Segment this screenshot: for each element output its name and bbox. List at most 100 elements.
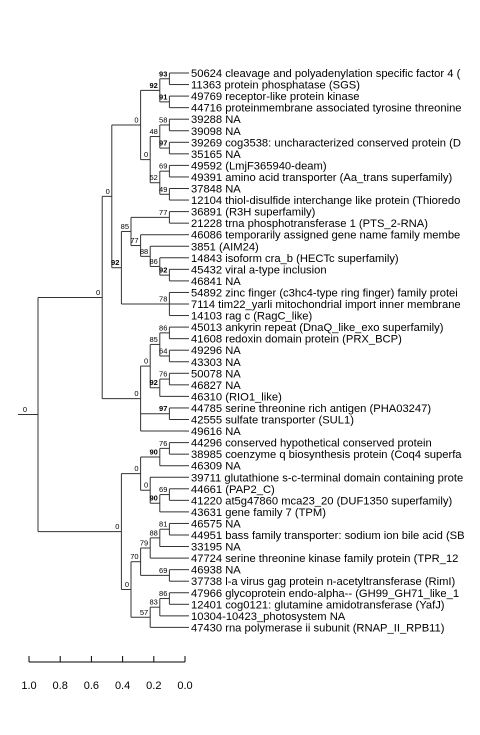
support-value: 0 (125, 580, 129, 589)
support-value: 0 (23, 405, 27, 414)
leaf-label: 50078 NA (191, 368, 241, 380)
leaf-label: 11363 protein phosphatase (SGS) (191, 80, 360, 92)
leaf-label: 46827 NA (191, 380, 241, 392)
leaf-labels: 50624 cleavage and polyadenylation speci… (191, 68, 465, 634)
support-value: 70 (130, 552, 138, 561)
axis-tick-label: 1.0 (21, 680, 36, 692)
support-value: 90 (149, 448, 157, 457)
leaf-label: 21228 trna phosphotransferase 1 (PTS_2-R… (191, 218, 428, 230)
leaf-label: 14103 rag c (RagC_like) (191, 311, 313, 323)
support-value: 0 (96, 288, 100, 297)
leaf-label: 39288 NA (191, 114, 241, 126)
leaf-label: 38985 coenzyme q biosynthesis protein (C… (191, 449, 462, 461)
support-value: 90 (149, 494, 157, 503)
support-value: 57 (140, 608, 148, 617)
support-value: 85 (149, 335, 157, 344)
support-value: 91 (159, 92, 167, 101)
leaf-label: 44716 proteinmembrane associated tyrosin… (191, 103, 462, 115)
leaf-label: 46310 (RIO1_like) (191, 391, 282, 403)
leaf-label: 47966 glycoprotein endo-alpha-- (GH99_GH… (191, 588, 459, 600)
support-value: 85 (121, 222, 129, 231)
leaf-label: 7114 tim22_yarli mitochondrial import in… (191, 299, 461, 311)
support-value: 97 (159, 139, 167, 148)
leaf-label: 44785 serine threonine rich antigen (PHA… (191, 403, 431, 415)
support-value: 97 (159, 404, 167, 413)
support-value: 69 (159, 162, 167, 171)
support-value: 92 (149, 378, 157, 387)
leaf-label: 43303 NA (191, 357, 241, 369)
leaf-label: 49391 amino acid transporter (Aa_trans s… (191, 172, 452, 184)
support-value: 77 (159, 208, 167, 217)
leaf-label: 12401 cog0121: glutamine amidotransferas… (191, 599, 445, 611)
leaf-label: 54892 zinc finger (c3hc4-type ring finge… (191, 287, 458, 299)
support-value: 0 (106, 187, 110, 196)
bootstrap-support-labels: 9391925897486949520077928688778578920866… (23, 69, 168, 617)
leaf-label: 35165 NA (191, 149, 241, 161)
tree-branches (18, 72, 189, 628)
axis-tick-label: 0.6 (84, 680, 99, 692)
leaf-label: 47430 rna polymerase ii subunit (RNAP_II… (191, 622, 445, 634)
support-value: 79 (140, 538, 148, 547)
axis-tick-label: 0.4 (115, 680, 130, 692)
support-value: 0 (134, 464, 138, 473)
leaf-label: 46575 NA (191, 518, 241, 530)
leaf-label: 41220 at5g47860 mca23_20 (DUF1350 superf… (191, 495, 452, 507)
leaf-label: 44951 bass family transporter: sodium io… (191, 530, 465, 542)
leaf-label: 43631 gene family 7 (TPM) (191, 507, 326, 519)
support-value: 86 (149, 257, 157, 266)
leaf-label: 39711 glutathione s-c-terminal domain co… (191, 472, 463, 484)
leaf-label: 42555 sulfate transporter (SUL1) (191, 415, 354, 427)
support-value: 86 (159, 323, 167, 332)
support-value: 76 (159, 439, 167, 448)
leaf-label: 39098 NA (191, 126, 241, 138)
support-value: 77 (130, 236, 138, 245)
support-value: 76 (159, 370, 167, 379)
leaf-label: 14843 isoform cra_b (HECTc superfamily) (191, 253, 399, 265)
support-value: 64 (159, 346, 167, 355)
support-value: 81 (159, 520, 167, 529)
leaf-label: 41608 redoxin domain protein (PRX_BCP) (191, 334, 402, 346)
leaf-label: 49769 receptor-like protein kinase (191, 91, 360, 103)
leaf-label: 49296 NA (191, 345, 241, 357)
support-value: 48 (149, 127, 157, 136)
support-value: 0 (134, 115, 138, 124)
leaf-label: 46938 NA (191, 565, 241, 577)
support-value: 69 (159, 566, 167, 575)
support-value: 78 (159, 295, 167, 304)
leaf-label: 37848 NA (191, 184, 241, 196)
support-value: 92 (159, 266, 167, 275)
axis-tick-label: 0.0 (177, 680, 192, 692)
leaf-label: 49592 (LmjF365940-deam) (191, 160, 327, 172)
leaf-label: 49616 NA (191, 426, 241, 438)
support-value: 0 (115, 522, 119, 531)
leaf-label: 39269 cog3538: uncharacterized conserved… (191, 137, 461, 149)
leaf-label: 44661 (PAP2_C) (191, 484, 275, 496)
leaf-label: 12104 thiol-disulfide interchange like p… (191, 195, 460, 207)
axis-tick-label: 0.2 (146, 680, 161, 692)
support-value: 92 (111, 258, 119, 267)
leaf-label: 45013 ankyrin repeat (DnaQ_like_exo supe… (191, 322, 444, 334)
support-value: 86 (159, 589, 167, 598)
leaf-label: 3851 (AIM24) (191, 241, 259, 253)
leaf-label: 46309 NA (191, 461, 241, 473)
leaf-label: 45432 viral a-type inclusion (191, 264, 327, 276)
leaf-label: 47724 serine threonine kinase family pro… (191, 553, 458, 565)
support-value: 88 (149, 528, 157, 537)
leaf-label: 46086 temporarily assigned gene name fam… (191, 230, 460, 242)
leaf-label: 33195 NA (191, 542, 241, 554)
support-value: 93 (159, 69, 167, 78)
support-value: 0 (144, 150, 148, 159)
leaf-label: 37738 l-a virus gag protein n-acetyltran… (191, 576, 456, 588)
support-value: 69 (159, 485, 167, 494)
support-value: 92 (149, 81, 157, 90)
support-value: 0 (144, 357, 148, 366)
leaf-label: 46841 NA (191, 276, 241, 288)
leaf-label: 10304-10423_photosystem NA (191, 611, 346, 623)
support-value: 88 (140, 247, 148, 256)
leaf-label: 50624 cleavage and polyadenylation speci… (191, 68, 461, 80)
leaf-label: 44296 conserved hypothetical conserved p… (191, 438, 432, 450)
support-value: 58 (159, 115, 167, 124)
support-value: 0 (144, 481, 148, 490)
support-value: 83 (149, 598, 157, 607)
